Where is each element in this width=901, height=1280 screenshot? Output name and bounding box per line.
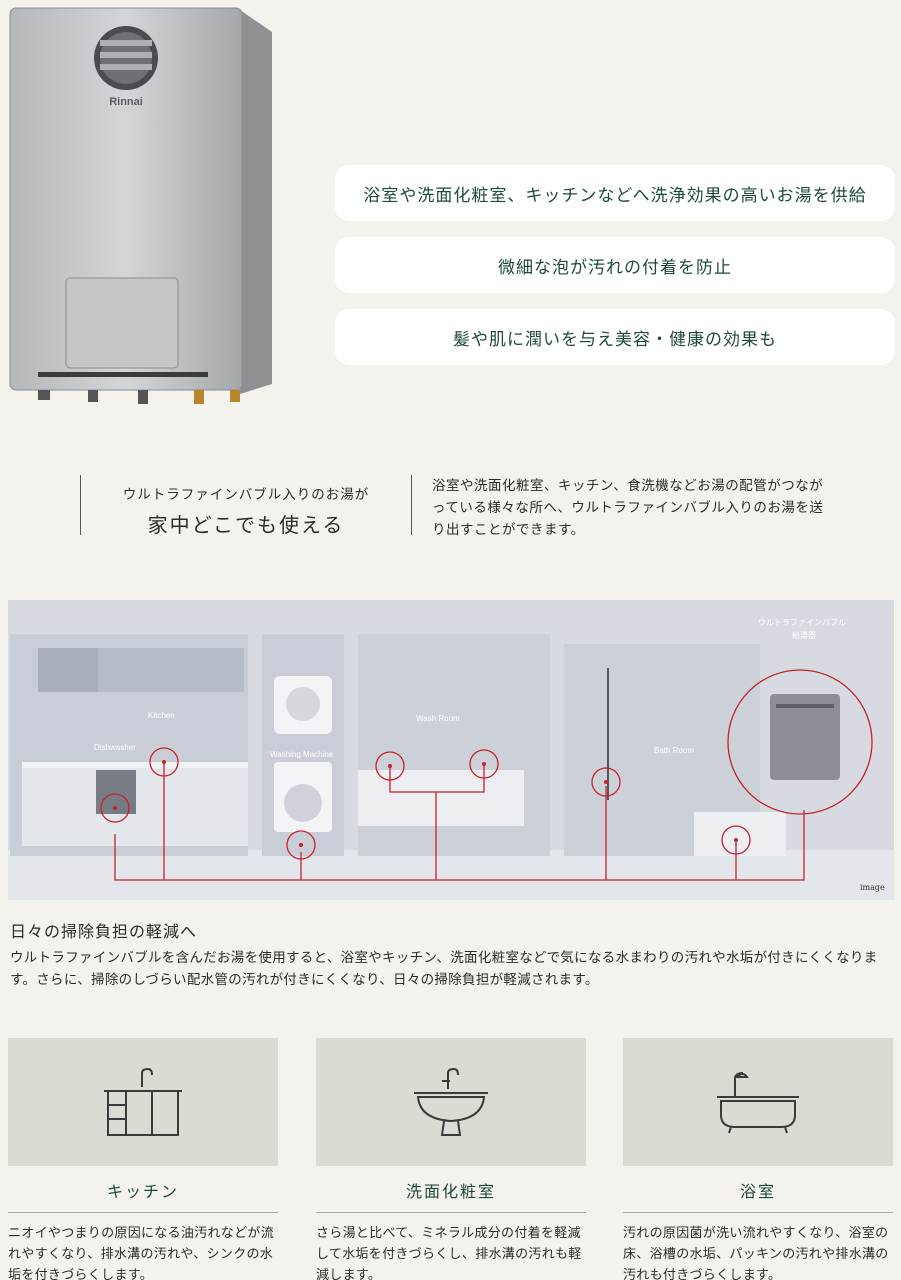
wash-room-label: Wash Room (416, 714, 460, 723)
headline-box: ウルトラファインバブル入りのお湯が 家中どこでも使える (80, 475, 412, 537)
card-kitchen: キッチン ニオイやつまりの原因になる油汚れなどが流れやすくなり、排水溝の汚れや、… (8, 1038, 278, 1280)
feature-list: 浴室や洗面化粧室、キッチンなどへ洗浄効果の高いお湯を供給 微細な泡が汚れの付着を… (335, 165, 895, 381)
water-heater-image: Rinnai (9, 7, 272, 404)
card-divider (623, 1212, 893, 1213)
card-title: キッチン (106, 1182, 179, 1201)
card-divider (8, 1212, 278, 1213)
feature-pill: 浴室や洗面化粧室、キッチンなどへ洗浄効果の高いお湯を供給 (335, 165, 895, 221)
headline-main: 家中どこでも使える (147, 513, 345, 537)
bathtub-icon (717, 1072, 799, 1134)
card-divider (316, 1212, 586, 1213)
bathroom-icon-box (623, 1038, 893, 1166)
washbasin-icon (414, 1067, 488, 1136)
feature-pill: 髪や肌に潤いを与え美容・健康の効果も (335, 309, 895, 365)
kitchen-icon-box (8, 1038, 278, 1166)
card-title: 浴室 (739, 1182, 776, 1201)
image-note: image (860, 883, 885, 892)
card-desc: ニオイやつまりの原因になる油汚れなどが流れやすくなり、排水溝の汚れや、シンクの水… (8, 1226, 275, 1280)
card-desc: さら湯と比べて、ミネラル成分の付着を軽減して水垢を付きづらくし、排水溝の汚れも軽… (316, 1226, 582, 1280)
reduction-title: 日々の掃除負担の軽減へ (10, 922, 198, 941)
kitchen-label: Kitchen (148, 711, 175, 720)
heater-label-2: 給湯器 (792, 630, 816, 640)
washroom-icon-box (316, 1038, 586, 1166)
intro-text: 浴室や洗面化粧室、キッチン、食洗機などお湯の配管がつながっている様々な所へ、ウル… (432, 478, 824, 538)
feature-pill: 微細な泡が汚れの付着を防止 (335, 237, 895, 293)
brand-logo: Rinnai (109, 96, 143, 108)
house-illustration: Kitchen Dishwasher Washing Machine Wash … (8, 600, 894, 900)
dishwasher-label: Dishwasher (94, 743, 136, 752)
washing-machine-label: Washing Machine (270, 750, 334, 759)
card-title: 洗面化粧室 (405, 1182, 496, 1201)
kitchen-sink-icon (104, 1067, 182, 1136)
heater-label-1: ウルトラファインバブル (758, 617, 846, 627)
headline-sub: ウルトラファインバブル入りのお湯が (122, 487, 370, 503)
card-desc: 汚れの原因菌が洗い流れやすくなり、浴室の床、浴槽の水垢、パッキンの汚れや排水溝の… (623, 1226, 889, 1280)
card-washroom: 洗面化粧室 さら湯と比べて、ミネラル成分の付着を軽減して水垢を付きづらくし、排水… (316, 1038, 586, 1280)
reduction-body: ウルトラファインバブルを含んだお湯を使用すると、浴室やキッチン、洗面化粧室などで… (10, 950, 878, 988)
card-bathroom: 浴室 汚れの原因菌が洗い流れやすくなり、浴室の床、浴槽の水垢、パッキンの汚れや排… (623, 1038, 893, 1280)
bath-room-label: Bath Room (654, 746, 694, 755)
